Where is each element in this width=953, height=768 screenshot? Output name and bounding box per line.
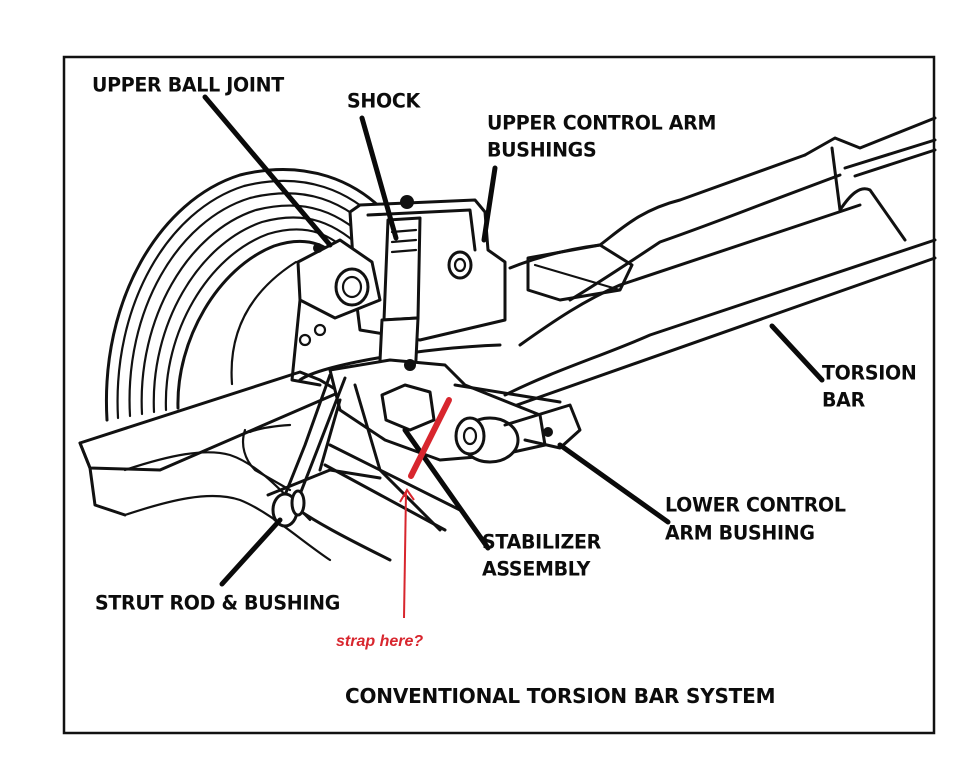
leader-upper-ball-joint [202,94,333,248]
label-strut-rod-bushing: STRUT ROD & BUSHING [95,591,340,615]
label-shock: SHOCK [347,89,420,113]
leader-upper-control-arm-bushings [481,165,498,243]
lower-control-arm [328,358,582,464]
frame-rail [78,370,342,562]
leader-strut-rod-bushing [219,517,283,587]
label-lower-control-arm-bushing-2: ARM BUSHING [665,521,815,545]
arrow-shaft [403,491,407,619]
label-torsion-bar-2: BAR [822,388,865,412]
label-lower-control-arm-bushing-1: LOWER CONTROL [665,493,846,517]
annotation-strap-here: strap here? [336,633,424,650]
leader-torsion-bar [769,323,825,383]
strap-annotation [399,397,452,619]
diagram-frame [62,55,936,735]
label-stabilizer-assembly-2: ASSEMBLY [482,557,591,581]
leader-lines [202,94,825,587]
strap-mark [408,397,452,479]
label-stabilizer-assembly-1: STABILIZER [482,530,601,554]
label-torsion-bar-1: TORSION [822,361,917,385]
diagram-title: CONVENTIONAL TORSION BAR SYSTEM [345,684,776,708]
label-upper-control-arm-bushings-1: UPPER CONTROL ARM [487,111,717,135]
leader-shock [359,115,399,241]
leader-lower-control-arm-bushing [557,442,671,525]
arrow-head-icon [399,488,415,503]
main-frame [298,116,937,420]
label-upper-ball-joint: UPPER BALL JOINT [92,73,284,97]
label-upper-control-arm-bushings-2: BUSHINGS [487,138,597,162]
tire [104,168,402,422]
leader-stabilizer-assembly [402,427,491,551]
